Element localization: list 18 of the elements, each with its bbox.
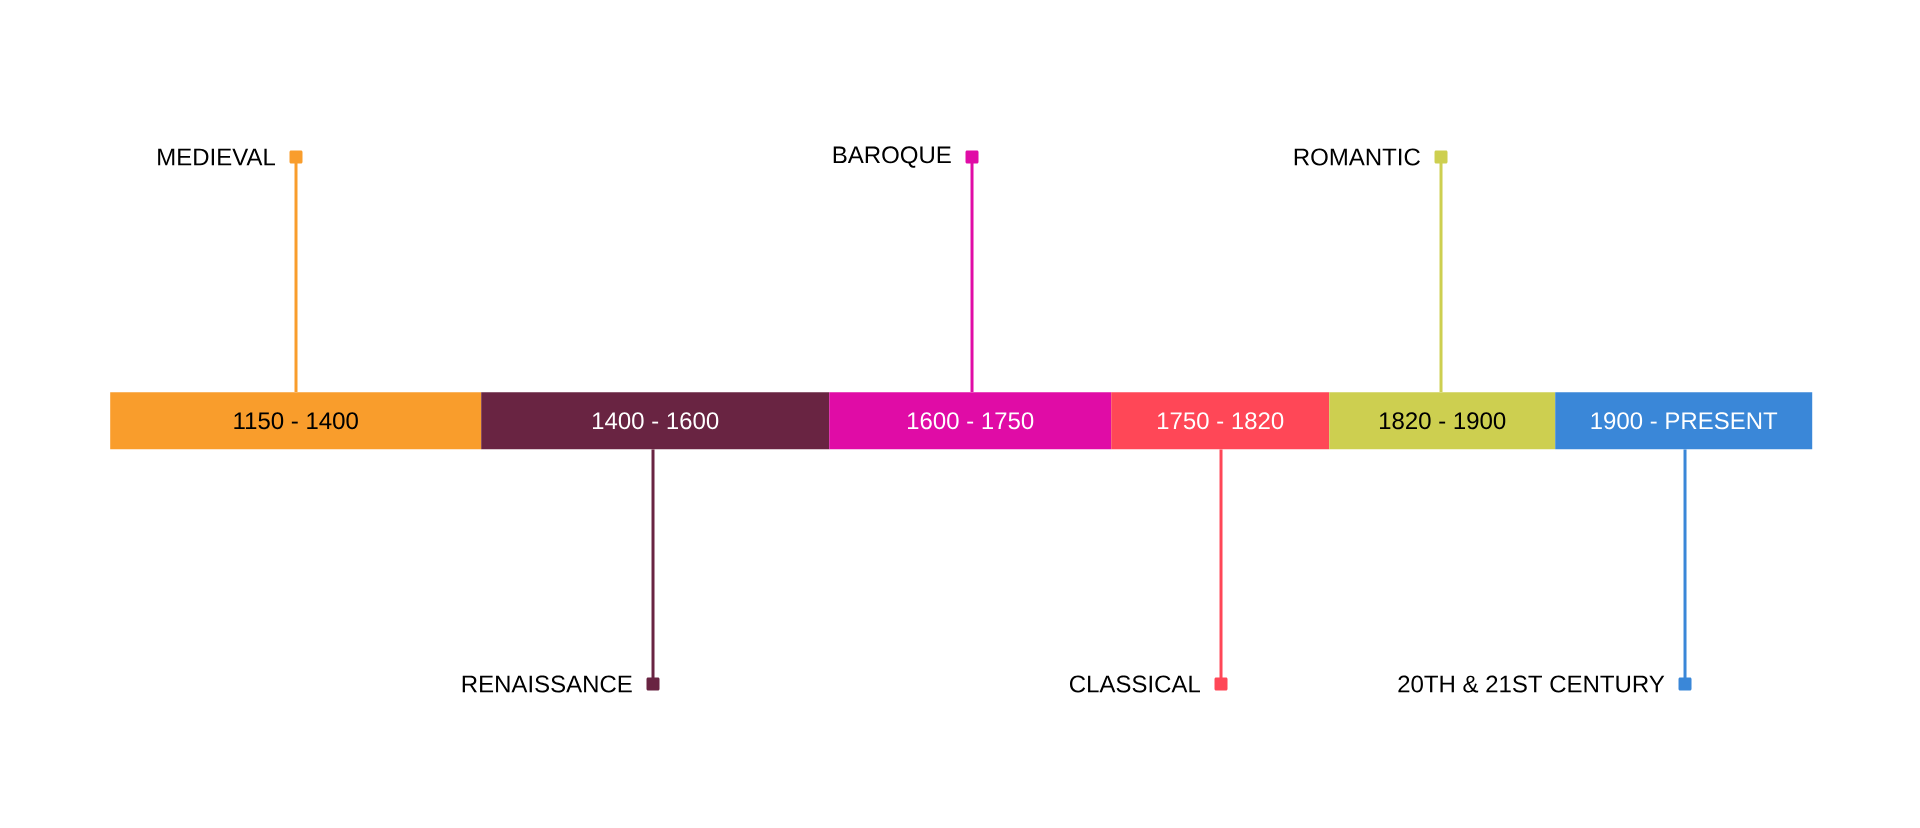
timeline-segment: 1820 - 1900	[1329, 392, 1556, 450]
period-label: BAROQUE	[833, 146, 951, 168]
leader-line	[965, 150, 979, 392]
period-label: CLASSICAL	[1070, 675, 1200, 693]
period-label: 20TH & 21ST CENTURY	[1398, 675, 1665, 693]
leader-line	[1678, 449, 1692, 691]
period-label: MEDIEVAL	[158, 148, 275, 166]
leader-line	[646, 449, 660, 691]
leader-line	[289, 150, 303, 392]
timeline-segment: 1600 - 1750	[829, 392, 1112, 450]
timeline-segment: 1750 - 1820	[1111, 392, 1330, 450]
timeline-segment: 1150 - 1400	[110, 392, 482, 450]
timeline-segment: 1400 - 1600	[481, 392, 830, 450]
period-label: ROMANTIC	[1294, 148, 1420, 166]
leader-line	[1214, 449, 1228, 691]
leader-line	[1434, 150, 1448, 392]
period-label: RENAISSANCE	[462, 675, 632, 693]
timeline-segment: 1900 - PRESENT	[1555, 392, 1813, 450]
